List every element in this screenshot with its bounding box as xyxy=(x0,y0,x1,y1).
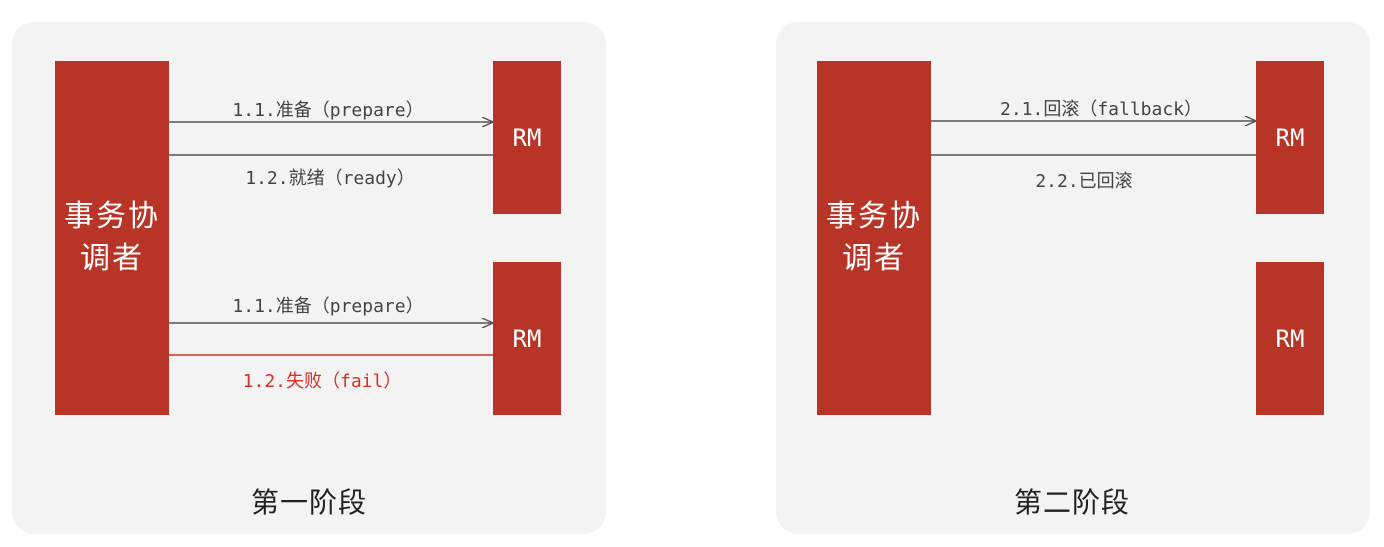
msg-fail: 1.2.失败（fail） xyxy=(242,371,402,392)
phase2-rm-top-label: RM xyxy=(1275,123,1305,152)
phase1-rm-top-label: RM xyxy=(512,123,542,152)
phase2-rm-bottom-label: RM xyxy=(1275,324,1305,353)
phase2-rm-bottom: RM xyxy=(1256,262,1324,415)
msg-rolled-back: 2.2.已回滚 xyxy=(1035,171,1133,192)
msg-prepare-2: 1.1.准备（prepare） xyxy=(232,296,424,317)
msg-ready: 1.2.就绪（ready） xyxy=(245,168,415,189)
msg-fallback: 2.1.回滚（fallback） xyxy=(999,99,1203,120)
phase1-rm-bottom-label: RM xyxy=(512,324,542,353)
phase1-coordinator: 事务协调者 xyxy=(55,61,169,415)
msg-prepare-1: 1.1.准备（prepare） xyxy=(232,100,424,121)
phase2-coordinator-label: 事务协调者 xyxy=(826,199,922,276)
phase1-rm-top: RM xyxy=(493,61,561,214)
phase2-rm-top: RM xyxy=(1256,61,1324,214)
phase2-title: 第二阶段 xyxy=(1013,486,1131,519)
phase1-title: 第一阶段 xyxy=(250,486,368,519)
phase1-coordinator-label: 事务协调者 xyxy=(64,199,160,276)
phase1-rm-bottom: RM xyxy=(493,262,561,415)
phase2-coordinator: 事务协调者 xyxy=(817,61,931,415)
